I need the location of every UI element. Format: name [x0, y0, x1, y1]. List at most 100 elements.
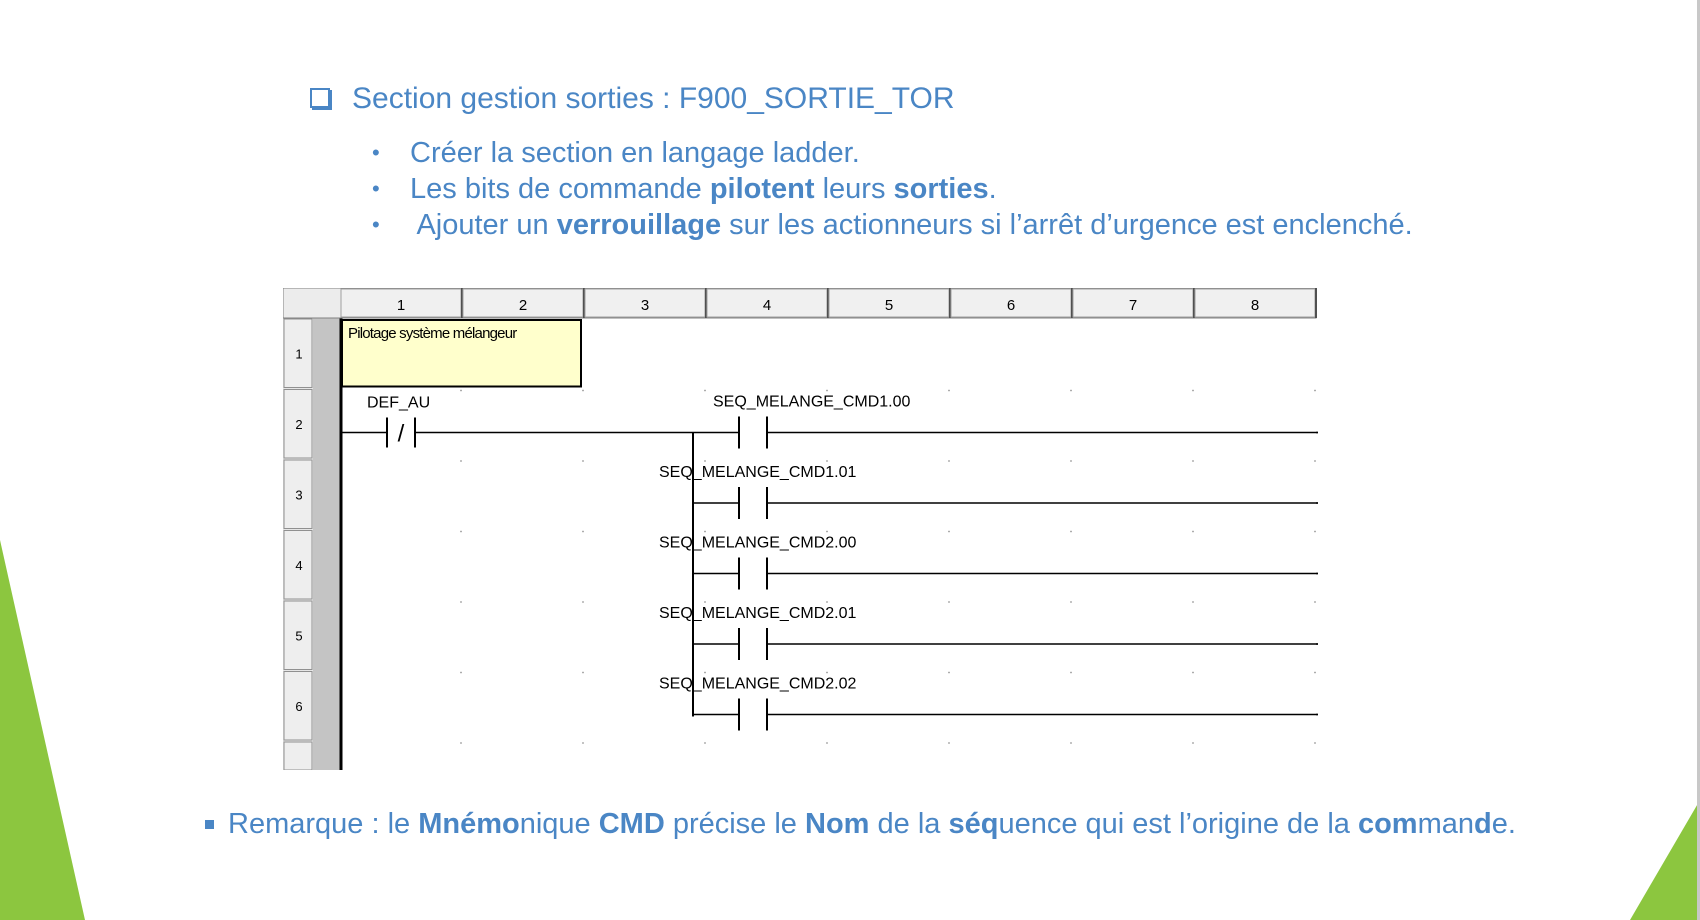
grid-dot [948, 742, 950, 744]
grid-dot [582, 742, 584, 744]
row-header-cell [283, 741, 313, 770]
bullet-list: •Créer la section en langage ladder. •Le… [372, 135, 1413, 243]
grid-dot [826, 671, 828, 674]
row-number: 6 [295, 699, 302, 714]
column-number: 7 [1129, 297, 1137, 314]
grid-dot [704, 460, 706, 462]
section-title-text: Section gestion sorties : F900_SORTIE_TO… [352, 82, 955, 115]
column-header-cell [828, 288, 950, 318]
grid-dot [948, 389, 950, 392]
grid-dot [582, 530, 584, 533]
comment-box [341, 319, 582, 388]
grid-dot [460, 460, 462, 462]
grid-dot [948, 601, 950, 603]
grid-dot [460, 671, 462, 674]
grid-dot [1314, 460, 1316, 462]
grid-dot [582, 671, 584, 674]
interlock-label: DEF_AU [367, 395, 430, 412]
contact-label: SEQ_MELANGE_CMD1.01 [659, 464, 857, 481]
column-header-cell [1072, 288, 1194, 318]
grid-dot [826, 742, 828, 744]
grid-dot [1314, 742, 1316, 744]
right-edge-line [1697, 0, 1700, 920]
grid-dot [704, 601, 706, 603]
grid-dot [826, 530, 828, 533]
grid-dot [1192, 460, 1194, 462]
column-number: 2 [519, 297, 527, 314]
grid-dot [1070, 389, 1072, 392]
column-number: 6 [1007, 297, 1015, 314]
left-gray-bar [313, 288, 340, 770]
contact-label: SEQ_MELANGE_CMD1.00 [713, 394, 911, 411]
column-header-cell [584, 288, 706, 318]
remark: Remarque : le Mnémonique CMD précise le … [205, 808, 1516, 841]
grid-dot [1192, 601, 1194, 603]
grid-dot [582, 389, 584, 392]
checkbox-bullet-icon [310, 88, 330, 108]
contact-label: SEQ_MELANGE_CMD2.01 [659, 605, 857, 622]
row-header-cell [283, 459, 313, 529]
grid-dot [582, 460, 584, 462]
decorative-green-right [1630, 800, 1700, 920]
grid-dot [704, 671, 706, 674]
grid-dot [1314, 530, 1316, 533]
row-number: 2 [295, 417, 302, 432]
row-header-cell [283, 389, 313, 459]
grid-dot [826, 460, 828, 462]
grid-dot [1314, 671, 1316, 674]
column-header-cell [462, 288, 584, 318]
column-number: 3 [641, 297, 649, 314]
bullet-text: Les bits de commande pilotent leurs sort… [410, 173, 997, 205]
bullet-item: •Les bits de commande pilotent leurs sor… [372, 173, 997, 205]
grid-dot [1192, 389, 1194, 392]
column-header-cell [340, 288, 462, 318]
grid-dot [1070, 601, 1072, 603]
grid-dot [1070, 460, 1072, 462]
grid-dot [1314, 601, 1316, 603]
contact-label: SEQ_MELANGE_CMD2.02 [659, 676, 857, 693]
grid-dot [1192, 671, 1194, 674]
column-number: 1 [397, 297, 405, 314]
column-header-cell [706, 288, 828, 318]
column-number: 5 [885, 297, 893, 314]
column-number: 8 [1251, 297, 1259, 314]
remark-text: Remarque : le Mnémonique CMD précise le … [228, 808, 1516, 840]
column-header-cell [950, 288, 1072, 318]
square-bullet-icon [205, 820, 214, 829]
grid-dot [1070, 530, 1072, 533]
row-number: 4 [295, 558, 302, 573]
row-header-cell [283, 318, 313, 388]
row-header-cell [283, 600, 313, 670]
grid-dot [704, 389, 706, 392]
column-header-cell [1194, 288, 1316, 318]
grid-dot [704, 742, 706, 744]
contact-label: SEQ_MELANGE_CMD2.00 [659, 535, 857, 552]
comment-text: Pilotage système mélangeur [348, 325, 517, 342]
grid-dot [1070, 742, 1072, 744]
decorative-green-left [0, 540, 85, 920]
grid-dot [1314, 389, 1316, 392]
row-number: 5 [295, 628, 302, 643]
grid-dot [948, 671, 950, 674]
grid-dot [460, 389, 462, 392]
row-number: 1 [295, 346, 302, 361]
grid-dot [460, 530, 462, 533]
grid-dot [948, 460, 950, 462]
grid-dot [826, 601, 828, 603]
bullet-text: Ajouter un verrouillage sur les actionne… [410, 209, 1413, 241]
grid-dot [460, 601, 462, 603]
grid-dot [582, 601, 584, 603]
row-header-cell [283, 530, 313, 600]
row-number: 3 [295, 487, 302, 502]
grid-dot [460, 742, 462, 744]
bullet-item: •Créer la section en langage ladder. [372, 137, 860, 169]
column-number: 4 [763, 297, 771, 314]
grid-dot [1070, 671, 1072, 674]
grid-dot [1192, 742, 1194, 744]
grid-dot [826, 389, 828, 392]
interlock-symbol: / [398, 421, 405, 448]
section-title: Section gestion sorties : F900_SORTIE_TO… [310, 82, 955, 116]
bullet-item: • Ajouter un verrouillage sur les action… [372, 209, 1413, 241]
grid-dot [948, 530, 950, 533]
